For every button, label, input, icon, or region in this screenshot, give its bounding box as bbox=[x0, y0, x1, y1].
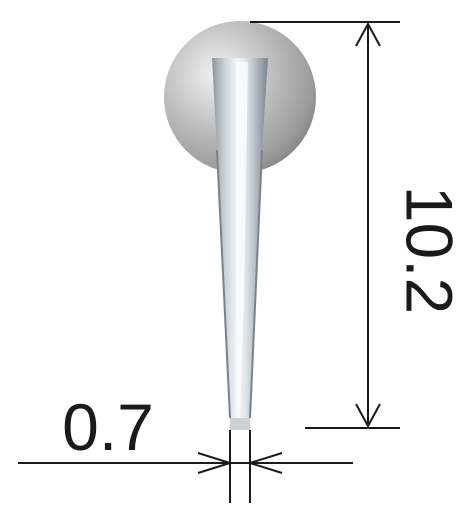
bit-tip bbox=[230, 418, 250, 430]
shaft-edge-left bbox=[216, 149, 231, 419]
tip-arrow-left bbox=[197, 452, 234, 474]
tip-arrow-right bbox=[246, 452, 283, 474]
shaft-edge-right bbox=[249, 149, 263, 419]
height-arrow-bottom bbox=[355, 403, 381, 429]
height-arrow-top bbox=[355, 21, 381, 47]
height-dimension-label: 10.2 bbox=[393, 186, 467, 314]
tip-dimension-label: 0.7 bbox=[62, 390, 154, 464]
shaft-highlight bbox=[236, 62, 248, 418]
